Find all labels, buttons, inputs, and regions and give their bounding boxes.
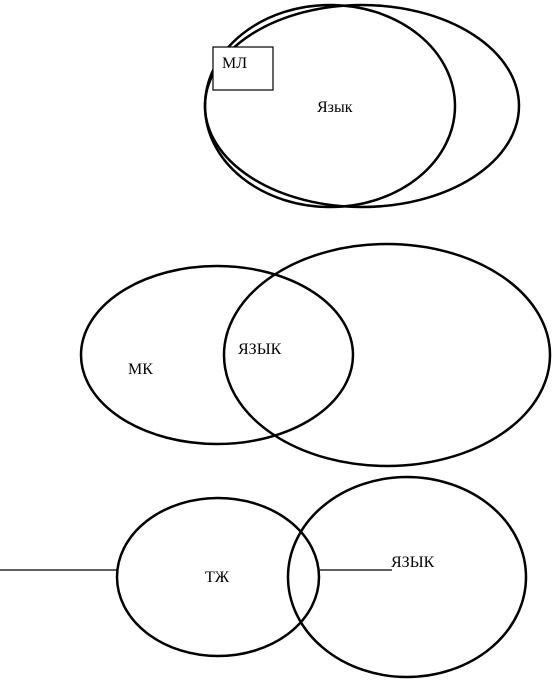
diagram-3-right-ellipse bbox=[286, 475, 528, 679]
diagram-1-outer-ellipse bbox=[203, 3, 521, 209]
diagram-3: ТЖ ЯЗЫК bbox=[0, 475, 528, 679]
diagram-2: МК ЯЗЫК bbox=[79, 242, 552, 468]
diagram-1: МЛ Язык bbox=[203, 3, 521, 209]
diagram-1-inner-ellipse bbox=[203, 3, 457, 209]
diagram-2-overlap-label: ЯЗЫК bbox=[238, 341, 282, 358]
diagram-3-left-ellipse bbox=[115, 496, 321, 658]
diagram-1-inner-label: Язык bbox=[317, 99, 353, 116]
diagram-2-left-label: МК bbox=[128, 361, 153, 378]
diagram-1-box-label: МЛ bbox=[222, 55, 247, 72]
diagram-2-right-ellipse bbox=[222, 242, 552, 468]
diagram-2-left-ellipse bbox=[79, 264, 355, 446]
diagram-1-label-box bbox=[212, 46, 274, 91]
diagram-3-left-label: ТЖ bbox=[205, 569, 230, 586]
diagram-3-right-label: ЯЗЫК bbox=[391, 554, 435, 571]
